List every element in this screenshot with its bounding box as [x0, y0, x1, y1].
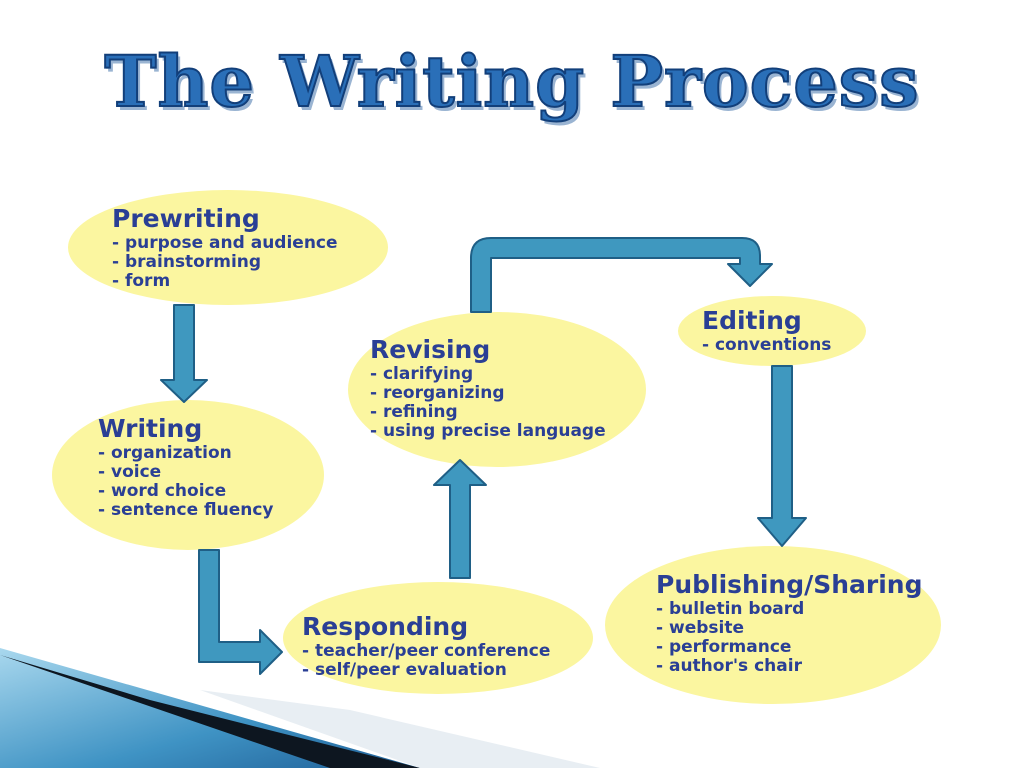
arrow-down-icon	[757, 365, 807, 547]
stage-writing: Writing organization voice word choice s…	[98, 414, 274, 520]
arrow-bent-right-icon	[198, 549, 283, 675]
list-item: teacher/peer conference	[302, 642, 550, 661]
list-item: author's chair	[656, 657, 923, 676]
page-title: The Writing Process	[103, 39, 920, 124]
stage-editing: Editing conventions	[702, 306, 831, 355]
stage-heading: Publishing/Sharing	[656, 570, 923, 599]
stage-item-list: teacher/peer conference self/peer evalua…	[302, 642, 550, 680]
list-item: self/peer evaluation	[302, 661, 550, 680]
stage-publishing: Publishing/Sharing bulletin board websit…	[656, 570, 923, 676]
stage-revising: Revising clarifying reorganizing refinin…	[370, 335, 606, 441]
arrow-down-icon	[160, 304, 208, 403]
list-item: conventions	[702, 336, 831, 355]
list-item: organization	[98, 444, 274, 463]
list-item: voice	[98, 463, 274, 482]
stage-item-list: purpose and audience brainstorming form	[112, 234, 338, 291]
list-item: purpose and audience	[112, 234, 338, 253]
list-item: word choice	[98, 482, 274, 501]
arrow-loop-right-icon	[470, 237, 773, 313]
stage-heading: Responding	[302, 612, 469, 641]
stage-prewriting: Prewriting purpose and audience brainsto…	[112, 204, 338, 291]
stage-heading: Writing	[98, 414, 203, 443]
list-item: brainstorming	[112, 253, 338, 272]
list-item: using precise language	[370, 422, 606, 441]
list-item: reorganizing	[370, 384, 606, 403]
list-item: form	[112, 272, 338, 291]
list-item: performance	[656, 638, 923, 657]
arrow-up-icon	[433, 459, 487, 579]
list-item: clarifying	[370, 365, 606, 384]
stage-heading: Prewriting	[112, 204, 260, 233]
stage-heading: Revising	[370, 335, 491, 364]
stage-item-list: clarifying reorganizing refining using p…	[370, 365, 606, 441]
stage-item-list: organization voice word choice sentence …	[98, 444, 274, 520]
stage-responding: Responding teacher/peer conference self/…	[302, 612, 550, 680]
stage-item-list: bulletin board website performance autho…	[656, 600, 923, 676]
list-item: website	[656, 619, 923, 638]
stage-heading: Editing	[702, 306, 802, 335]
stage-item-list: conventions	[702, 336, 831, 355]
list-item: bulletin board	[656, 600, 923, 619]
list-item: sentence fluency	[98, 501, 274, 520]
list-item: refining	[370, 403, 606, 422]
